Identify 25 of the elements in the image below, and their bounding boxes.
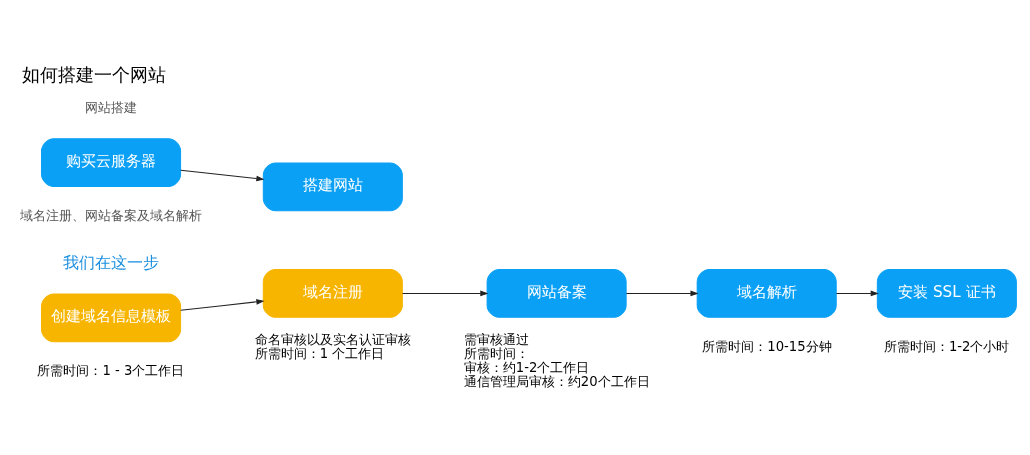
node-label: 需审核通过 bbox=[463, 331, 529, 347]
node-box: 域名解析 bbox=[696, 268, 837, 318]
node-label: 所需时间：1 - 3个工作日 bbox=[37, 362, 185, 378]
arrow bbox=[180, 169, 265, 181]
node-box: 搭建网站 bbox=[262, 162, 403, 211]
node-label: 所需时间：1-2个小时 bbox=[883, 338, 1010, 354]
label: 网站搭建 bbox=[85, 99, 138, 115]
node-box: 域名注册 bbox=[262, 268, 403, 318]
node-label: 所需时间：10-15分钟 bbox=[702, 338, 832, 354]
node-label: 所需时间：1 个工作日 bbox=[254, 345, 385, 361]
node-box: 购买云服务器 bbox=[41, 137, 182, 187]
node-box: 网站备案 bbox=[486, 268, 627, 318]
node-box: 安装 SSL 证书 bbox=[876, 268, 1017, 318]
node-label: 通信管理局审核：约20个工作日 bbox=[463, 373, 650, 389]
diagram-title: 如何搭建一个网站 bbox=[21, 63, 166, 85]
arrow bbox=[835, 290, 879, 296]
node-box: 创建域名信息模板 bbox=[41, 292, 182, 342]
label: 域名注册、网站备案及域名解析 bbox=[20, 207, 203, 223]
node-label: 审核：约1-2个工作日 bbox=[463, 359, 590, 375]
node-label: 所需时间： bbox=[463, 345, 529, 361]
arrow bbox=[625, 290, 699, 296]
node-label: 命名审核以及实名认证审核 bbox=[254, 331, 411, 347]
arrow bbox=[402, 290, 489, 296]
arrow bbox=[180, 298, 265, 311]
label: 我们在这一步 bbox=[63, 252, 160, 272]
